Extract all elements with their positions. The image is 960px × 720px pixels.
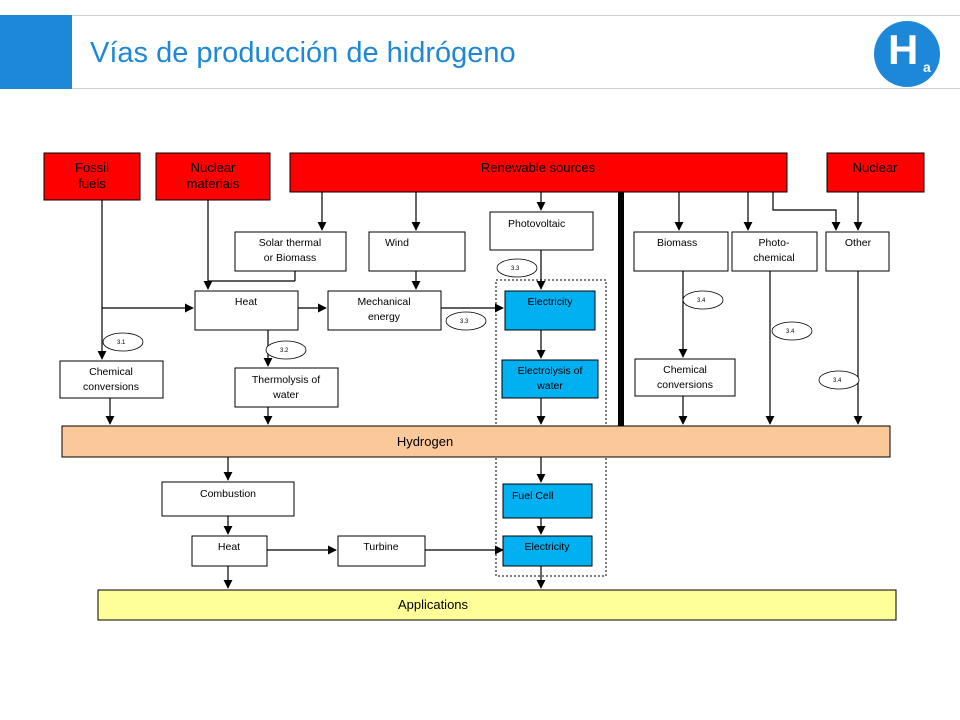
node-nuclear-label: Nuclear (853, 160, 898, 175)
node-biomass-label: Biomass (657, 237, 697, 249)
node-mechanical-energy: Mechanical energy (327, 290, 442, 331)
node-photovoltaic: Photovoltaic (489, 211, 594, 251)
node-photochemical-label-1: Photo- (759, 237, 790, 249)
badge-3-4-other-label: 3.4 (833, 378, 842, 384)
node-electricity-top: Electricity (504, 290, 596, 331)
node-fossil-label-2: fuels (78, 176, 106, 191)
badge-3-4-other: 3.4 (818, 370, 860, 390)
node-chem-right-label-1: Chemical (663, 364, 707, 376)
node-electricity-top-label: Electricity (528, 296, 574, 308)
node-solar-label-1: Solar thermal (259, 237, 321, 249)
node-electrolysis: Electrolysis of water (501, 359, 599, 399)
node-renewable-label: Renewable sources (481, 160, 596, 175)
node-combustion: Combustion (161, 481, 295, 517)
node-heat-bottom-label: Heat (218, 541, 240, 553)
node-other: Other (825, 231, 890, 272)
node-nuclear: Nuclear (826, 152, 925, 193)
badge-3-1: 3.1 (102, 332, 144, 352)
node-other-label: Other (845, 237, 872, 249)
node-thermolysis-label-1: Thermolysis of (252, 374, 320, 386)
node-electrolysis-label-2: water (536, 380, 563, 392)
badge-3-3-top-label: 3.3 (511, 266, 520, 272)
node-nuclear-materials: Nuclear materials (155, 152, 271, 201)
header-divider-top (72, 15, 960, 16)
node-electricity-bottom: Electricity (502, 535, 593, 567)
header-divider-bottom (72, 88, 960, 89)
node-fuel-cell: Fuel Cell (502, 483, 593, 519)
badge-3-3-mid: 3.3 (445, 311, 487, 331)
badge-3-4-biomass-label: 3.4 (697, 298, 706, 304)
node-nuclear-materials-label-1: Nuclear (191, 160, 236, 175)
badge-3-4-photo-label: 3.4 (786, 329, 795, 335)
node-hydrogen: Hydrogen (61, 425, 891, 458)
node-chem-right-label-2: conversions (657, 379, 713, 391)
node-electrolysis-label-1: Electrolysis of (518, 365, 583, 377)
node-fossil-fuels: Fossil fuels (43, 152, 141, 201)
badge-3-1-label: 3.1 (117, 340, 126, 346)
page-title: Vías de producción de hidrógeno (90, 37, 516, 69)
separator-bar (618, 192, 624, 426)
badge-3-2-label: 3.2 (280, 348, 289, 354)
node-turbine-label: Turbine (363, 541, 398, 553)
node-photochemical-label-2: chemical (753, 252, 794, 264)
node-fuel-cell-label: Fuel Cell (512, 490, 553, 502)
node-thermolysis-label-2: water (272, 389, 299, 401)
node-chemical-conversions-left: Chemical conversions (59, 360, 164, 399)
node-photovoltaic-label: Photovoltaic (508, 218, 565, 230)
logo-sub: a (923, 59, 931, 75)
node-fossil-label-1: Fossil (75, 160, 109, 175)
badge-3-2: 3.2 (265, 340, 307, 360)
logo-icon: H a (874, 21, 940, 87)
badge-3-3-top: 3.3 (496, 258, 538, 278)
node-mechanical-label-1: Mechanical (357, 296, 410, 308)
badge-3-4-photo: 3.4 (771, 321, 813, 341)
node-hydrogen-label: Hydrogen (397, 434, 453, 449)
node-wind: Wind (368, 231, 466, 272)
node-applications: Applications (97, 589, 897, 621)
node-chem-left-label-2: conversions (83, 381, 139, 393)
header-bar: Vías de producción de hidrógeno H a (0, 15, 960, 89)
node-biomass: Biomass (633, 231, 729, 272)
node-electricity-bottom-label: Electricity (525, 541, 571, 553)
node-heat-bottom: Heat (191, 535, 268, 567)
connectors (97, 192, 863, 589)
node-renewable-sources: Renewable sources (289, 152, 788, 193)
node-thermolysis: Thermolysis of water (234, 367, 339, 408)
node-applications-label: Applications (398, 597, 469, 612)
node-chem-left-label-1: Chemical (89, 366, 133, 378)
node-heat-label: Heat (235, 296, 257, 308)
logo-letter: H (888, 26, 919, 73)
node-combustion-label: Combustion (200, 488, 256, 500)
node-mechanical-label-2: energy (368, 311, 401, 323)
badge-3-3-mid-label: 3.3 (460, 319, 469, 325)
node-solar-label-2: or Biomass (264, 252, 317, 264)
node-turbine: Turbine (337, 535, 426, 567)
badge-3-4-biomass: 3.4 (682, 290, 724, 310)
node-heat: Heat (194, 290, 299, 331)
header-accent (0, 15, 72, 89)
node-photochemical: Photo- chemical (731, 231, 818, 272)
node-wind-label: Wind (385, 237, 409, 249)
node-chemical-conversions-right: Chemical conversions (634, 358, 736, 397)
node-nuclear-materials-label-2: materials (187, 176, 240, 191)
node-solar-thermal: Solar thermal or Biomass (234, 231, 347, 272)
